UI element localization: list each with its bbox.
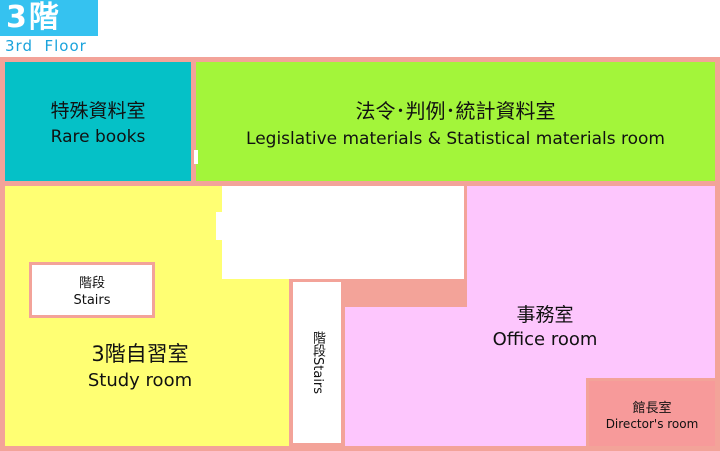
study-room-label: 3階自習室 Study room <box>20 338 260 391</box>
directors-room[interactable]: 館長室 Director's room <box>586 378 715 446</box>
floor-title: 3階 <box>0 0 98 36</box>
rare-books-label-ja: 特殊資料室 <box>50 100 146 122</box>
stairs-left-label-ja: 階段 <box>78 276 105 291</box>
legislative-label-en: Legislative materials & Statistical mate… <box>246 128 665 149</box>
legislative-label-ja: 法令･判例･統計資料室 <box>355 98 556 123</box>
director-label-ja: 館長室 <box>632 400 672 416</box>
stairs-center-label-en: Stairs <box>310 356 325 395</box>
office-label-ja: 事務室 <box>516 304 574 326</box>
doorway <box>194 150 198 164</box>
stairs-left-label-en: Stairs <box>73 293 111 308</box>
office-room-annex <box>345 307 470 446</box>
floor-subtitle: 3rd Floor <box>5 37 87 55</box>
office-room-label: 事務室 Office room <box>470 300 620 350</box>
rare-books-label-en: Rare books <box>50 127 146 147</box>
rare-books-room[interactable]: 特殊資料室 Rare books <box>5 62 191 181</box>
study-room-label-ja: 3階自習室 <box>91 342 189 366</box>
study-room-label-en: Study room <box>87 370 193 391</box>
stairs-center-label-ja: 階段 <box>310 330 325 357</box>
doorway <box>216 212 224 240</box>
office-label-en: Office room <box>492 329 598 350</box>
stairs-center[interactable]: 階段 Stairs <box>290 279 344 446</box>
director-label-en: Director's room <box>605 416 699 431</box>
corridor <box>222 186 464 279</box>
stairs-left[interactable]: 階段 Stairs <box>29 262 155 318</box>
legislative-materials-room[interactable]: 法令･判例･統計資料室 Legislative materials & Stat… <box>196 62 715 181</box>
